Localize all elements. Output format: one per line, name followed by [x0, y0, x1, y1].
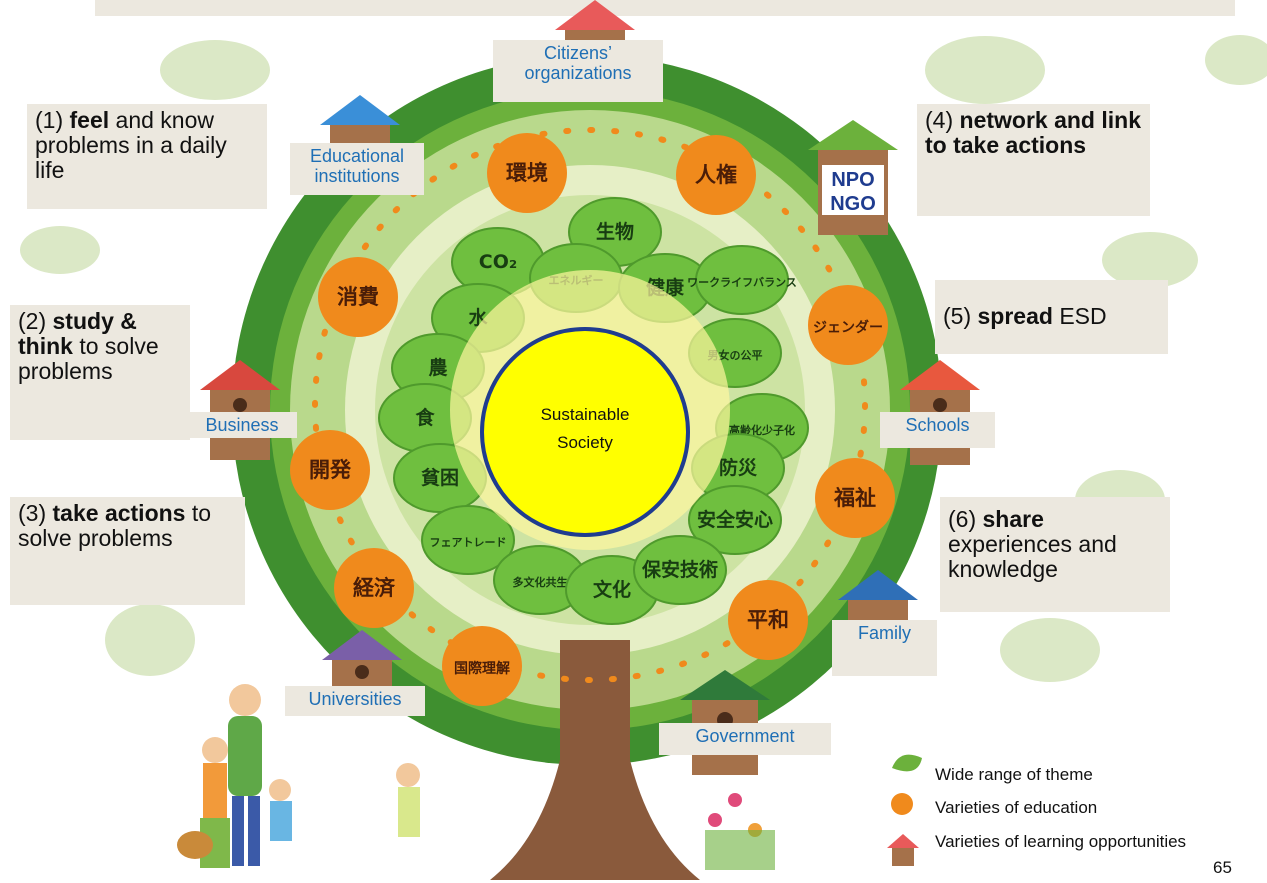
center-label-2: Society: [557, 433, 613, 452]
step-5-bold: spread: [977, 303, 1053, 329]
tag-government: Government: [659, 723, 831, 755]
education-orange: 福祉: [815, 458, 895, 538]
legend-orange-icon: [891, 793, 913, 815]
step-6-rest: experiences and knowledge: [948, 531, 1117, 582]
step-4-box: (4) network and link to take actions: [917, 104, 1150, 216]
step-6-bold: share: [982, 506, 1044, 532]
theme-leaf: フェアトレード: [421, 505, 515, 575]
tag-schools: Schools: [880, 412, 995, 448]
center-circle: [480, 327, 690, 537]
house-schools-icon: [900, 360, 980, 465]
step-3-bold: take actions: [52, 500, 186, 526]
legend-leaf-label: Wide range of theme: [935, 765, 1093, 784]
theme-leaf-label: 食: [415, 406, 435, 429]
education-orange-label: 国際理解: [454, 660, 510, 677]
step-3-rest: to solve problems: [18, 500, 212, 551]
theme-leaf-label: 生物: [596, 220, 634, 243]
step-3-box: (3) take actions to solve problems: [10, 497, 245, 605]
tag-family: Family: [832, 620, 937, 676]
step-4-num: (4): [925, 107, 954, 133]
dotted-path: [312, 127, 868, 683]
theme-leaf-label: ワークライフバランス: [687, 276, 797, 289]
education-orange-label: ジェンダー: [813, 319, 883, 336]
background-birds: [20, 35, 1267, 682]
step-2-bold: study & think: [18, 308, 137, 359]
tag-educational: Educational institutions: [290, 143, 424, 195]
legend-house-label: Varieties of learning opportunities: [935, 832, 1187, 851]
tag-business: Business: [187, 412, 297, 438]
education-orange: 人権: [676, 135, 756, 215]
legend-leaf-icon: [892, 754, 922, 772]
step-3-num: (3): [18, 500, 47, 526]
npo-label: NPO: [831, 169, 874, 191]
education-orange: ジェンダー: [808, 285, 888, 365]
theme-leaf-label: フェアトレード: [430, 536, 507, 549]
education-orange: 消費: [318, 257, 398, 337]
family-figures-icon: [177, 684, 420, 868]
step-6-box: (6) share experiences and knowledge: [940, 497, 1170, 612]
education-orange: 環境: [487, 133, 567, 213]
education-orange-label: 消費: [337, 285, 379, 309]
tree-trunk: [490, 640, 700, 880]
step-6-num: (6): [948, 506, 977, 532]
step-5-num: (5): [943, 303, 972, 329]
theme-leaf: 保安技術: [633, 535, 727, 605]
education-orange: 開発: [290, 430, 370, 510]
legend-house-icon: [887, 834, 919, 866]
education-orange-label: 経済: [353, 576, 396, 600]
center-label-1: Sustainable: [541, 405, 630, 424]
header-bar: [95, 0, 1235, 16]
theme-leaf: 多文化共生: [493, 545, 587, 615]
education-orange: 経済: [334, 548, 414, 628]
step-5-box: (5) spread ESD: [935, 280, 1168, 354]
theme-leaf: 食: [378, 383, 472, 453]
step-5-rest: ESD: [1052, 303, 1107, 329]
step-4-bold: network and link to take actions: [925, 107, 1141, 158]
page-number: 65: [1213, 858, 1232, 877]
theme-leaf-label: 男女の公平: [708, 348, 763, 362]
education-orange-label: 環境: [506, 161, 548, 185]
step-1-num: (1): [35, 107, 64, 133]
theme-leaf-label: 貧困: [421, 466, 459, 489]
education-orange-label: 人権: [695, 163, 737, 187]
education-orange-label: 平和: [747, 608, 789, 632]
theme-leaf-label: 文化: [593, 578, 631, 601]
theme-leaf-label: CO₂: [479, 251, 517, 273]
step-2-num: (2): [18, 308, 47, 334]
ngo-label: NGO: [830, 193, 876, 215]
step-1-box: (1) feel and know problems in a daily li…: [27, 104, 267, 209]
education-orange: 平和: [728, 580, 808, 660]
tag-universities: Universities: [285, 686, 425, 716]
npo-sign: [822, 165, 884, 215]
theme-leaf-label: 保安技術: [641, 558, 718, 581]
education-orange-label: 福祉: [833, 486, 876, 510]
step-2-rest: to solve problems: [18, 333, 159, 384]
flowers-icon: [705, 793, 775, 870]
theme-leaf: ワークライフバランス: [687, 245, 797, 315]
theme-leaf: 安全安心: [688, 485, 782, 555]
step-1-bold: feel: [69, 107, 110, 133]
theme-leaf-label: 農: [428, 357, 447, 379]
step-2-box: (2) study & think to solve problems: [10, 305, 190, 440]
step-1-rest: and know problems in a daily life: [35, 107, 227, 183]
tag-citizens: Citizens’ organizations: [493, 40, 663, 102]
education-orange: 国際理解: [442, 626, 522, 706]
legend-orange-label: Varieties of education: [935, 798, 1098, 817]
education-orange-label: 開発: [309, 458, 352, 482]
theme-leaf-label: 安全安心: [697, 508, 773, 531]
theme-leaf-label: 防災: [719, 456, 758, 479]
theme-leaf-label: 多文化共生: [513, 575, 568, 589]
